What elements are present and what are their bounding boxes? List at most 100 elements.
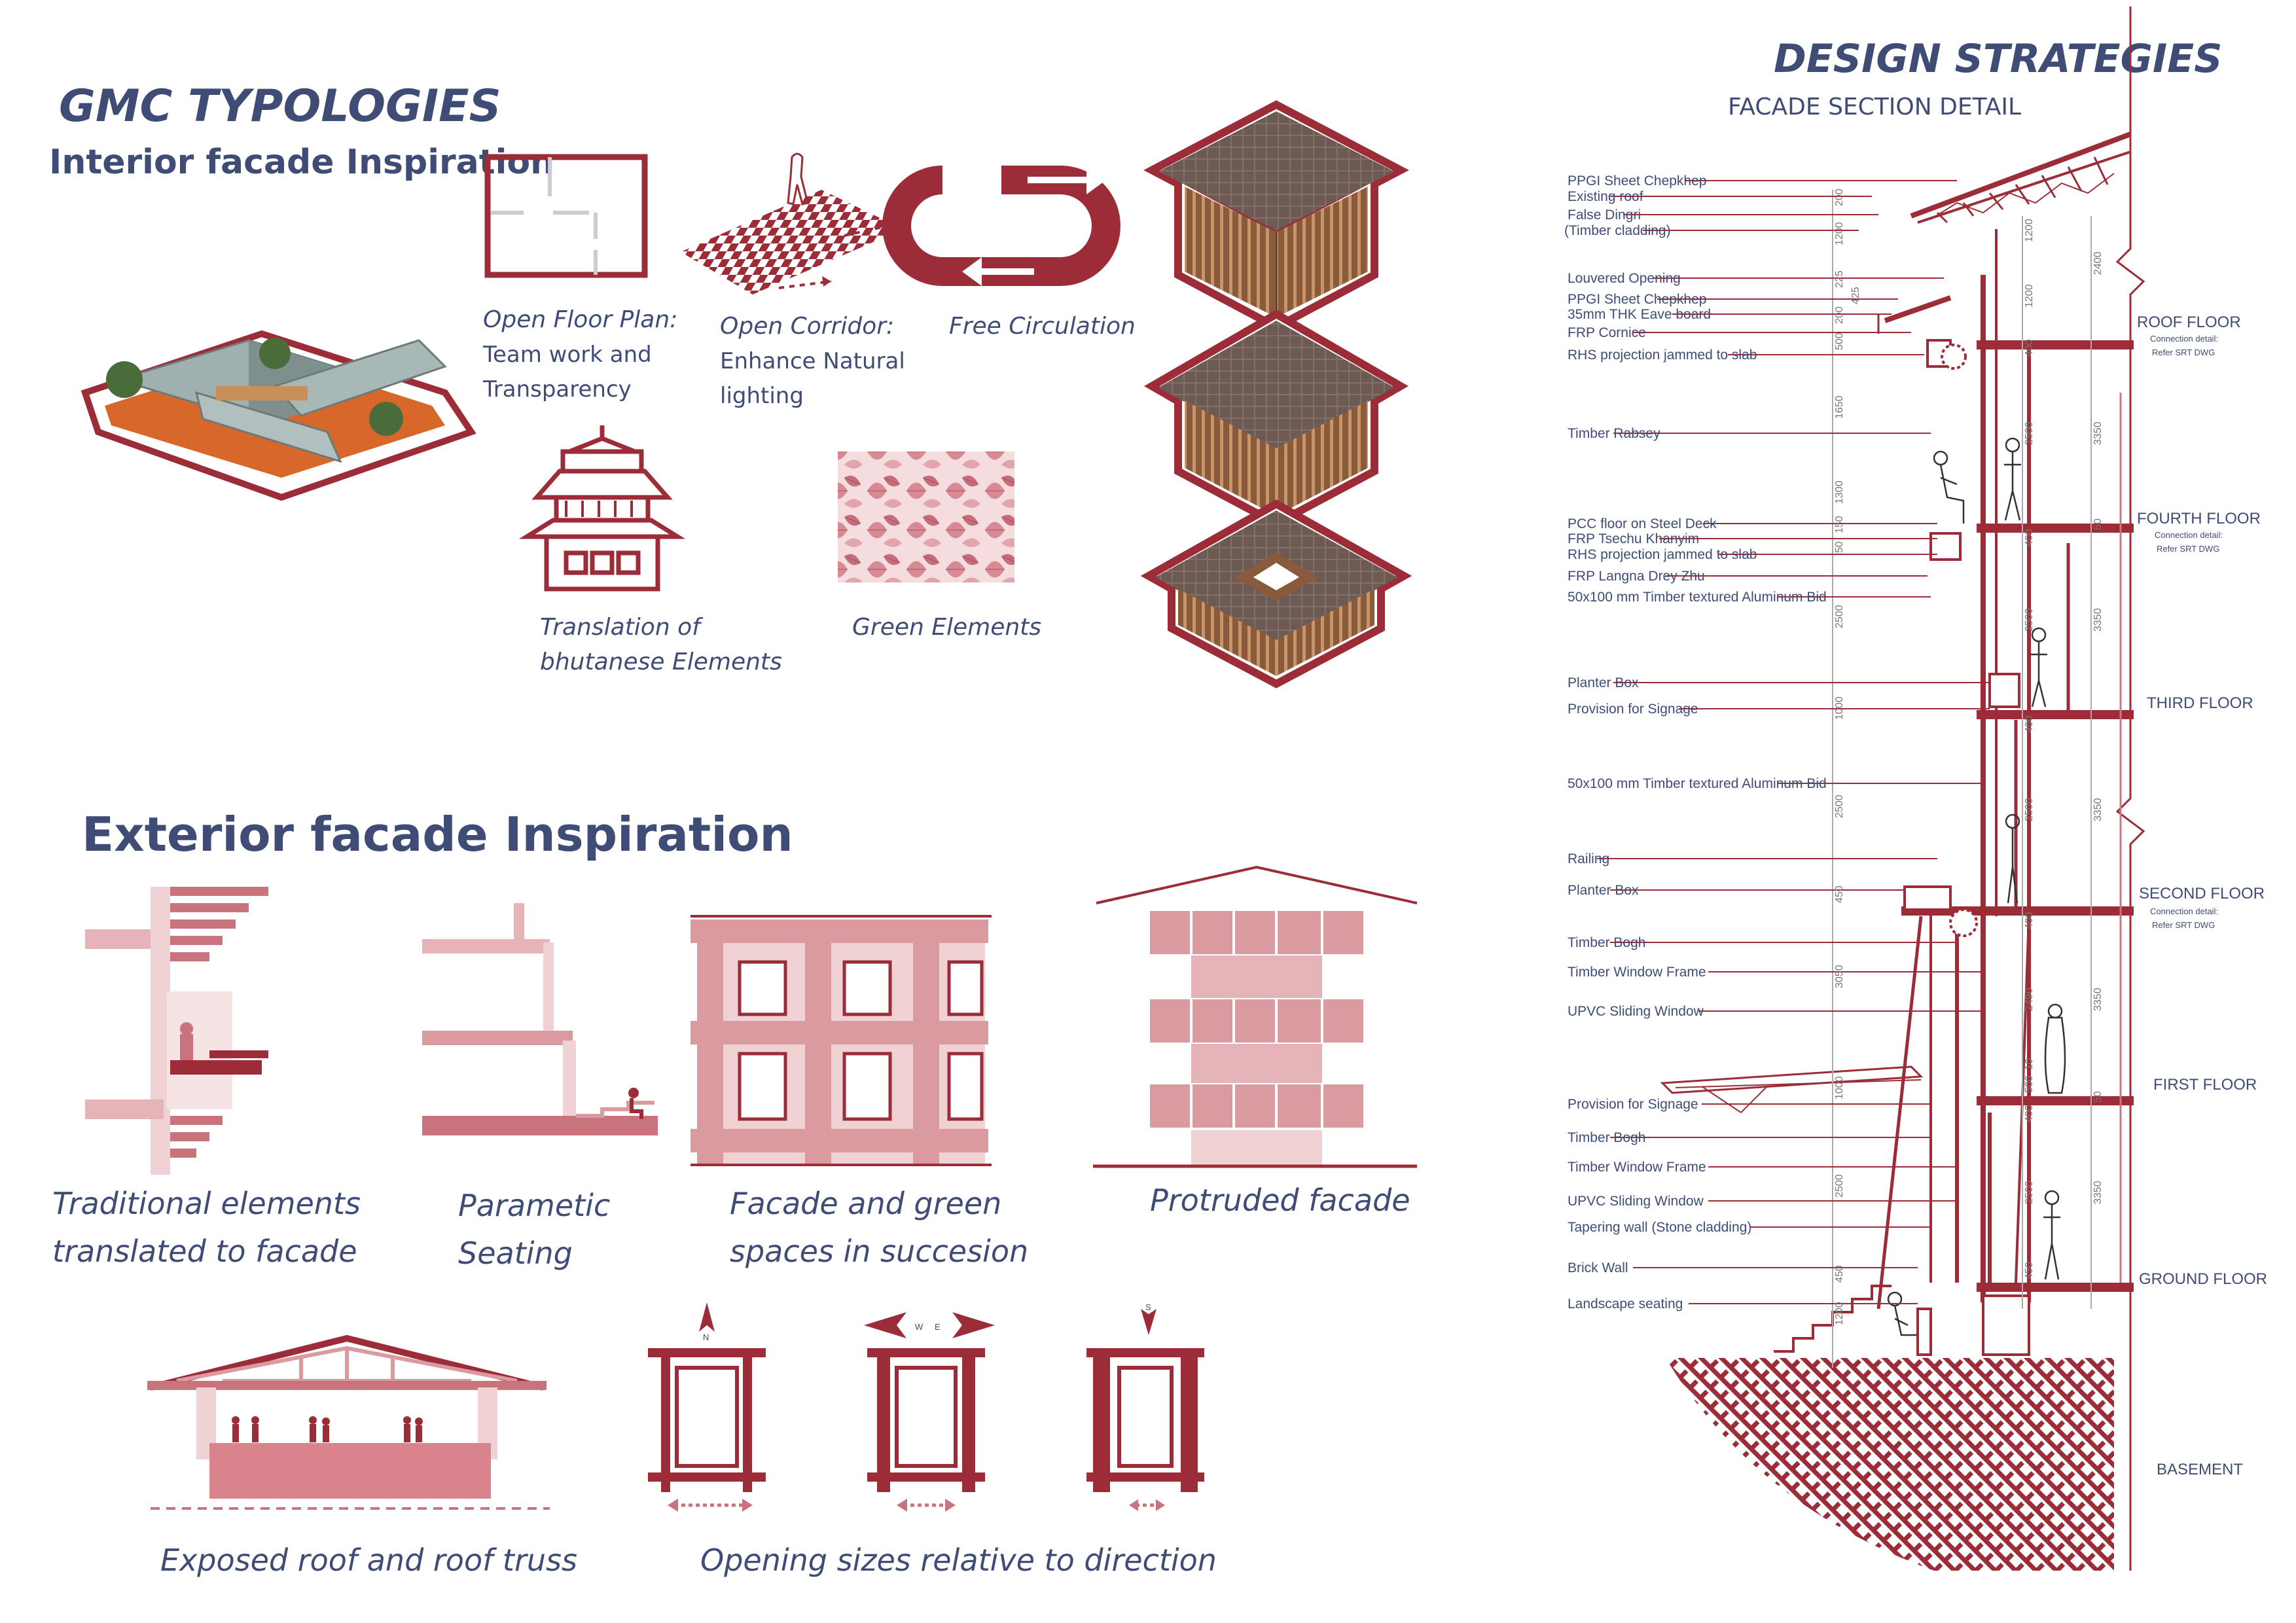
- label-ppgi-sheet-2: PPGI Sheet Chepkhep: [1568, 292, 1706, 307]
- dim-m-2: 400: [2024, 339, 2035, 357]
- floor-second-conn-1: Connection detail:: [2150, 906, 2218, 916]
- open-corridor-title: Open Corridor:: [720, 313, 894, 340]
- dim-l-0: 200: [1834, 188, 1845, 206]
- compass-w-label: W: [915, 1322, 924, 1332]
- opening-south-diagram: S: [1086, 1302, 1204, 1511]
- label-eave-board: 35mm THK Eave board: [1568, 307, 1711, 322]
- label-brick-wall: Brick Wall: [1568, 1260, 1628, 1275]
- label-signage-1: Provision for Signage: [1568, 702, 1698, 717]
- green-elements-pattern: [838, 452, 1014, 582]
- floor-first: FIRST FLOOR: [2153, 1076, 2257, 1094]
- label-timber-bogh-1: Timber Bogh: [1568, 935, 1645, 950]
- floor-fourth: FOURTH FLOOR: [2137, 510, 2261, 527]
- dim-r-6: 50: [2092, 1091, 2104, 1103]
- floor-third: THIRD FLOOR: [2147, 694, 2253, 712]
- exposed-roof-label: Exposed roof and roof truss: [160, 1543, 577, 1578]
- pavilion-model-1: [1143, 100, 1409, 332]
- open-floor-plan-icon: [484, 154, 648, 278]
- dim-l-10: 2500: [1834, 605, 1845, 628]
- facade-verticals: [1876, 229, 2122, 1310]
- dim-m-3: 2500: [2024, 421, 2035, 445]
- traditional-elements-diagram: [85, 887, 268, 1175]
- dim-m-9: 2490: [2024, 988, 2035, 1011]
- floor-fourth-conn-2: Refer SRT DWG: [2157, 544, 2219, 554]
- dimension-texts-mid: 1200 1200 400 2500 400 2500 400 2500 400…: [2024, 219, 2035, 1279]
- exterior-section: Exterior facade Inspiration Traditiona: [52, 807, 1418, 1578]
- label-false-dingri: False Dingri: [1568, 207, 1641, 223]
- planter-details: [1903, 339, 2020, 937]
- dim-l-17: 450: [1834, 1265, 1845, 1283]
- compass-s-label: S: [1145, 1302, 1151, 1312]
- compass-n-label: N: [703, 1332, 709, 1342]
- dim-m-7: 2500: [2024, 798, 2035, 821]
- dim-m-4: 400: [2024, 529, 2035, 546]
- pavilion-model-2: [1144, 310, 1408, 528]
- exposed-roof-diagram: [147, 1334, 550, 1510]
- dim-l-9: 50: [1834, 541, 1845, 553]
- dim-m-0: 1200: [2024, 219, 2035, 242]
- green-elements-label: Green Elements: [852, 614, 1041, 641]
- open-corridor-icon: [681, 152, 904, 294]
- label-window-frame-2: Timber Window Frame: [1568, 1160, 1706, 1175]
- label-window-frame-1: Timber Window Frame: [1568, 965, 1706, 980]
- parametric-line1: Parametic: [458, 1188, 610, 1223]
- dim-l-12: 2500: [1834, 794, 1845, 818]
- opening-sizes-label: Opening sizes relative to direction: [700, 1543, 1217, 1578]
- dim-r-5: 3350: [2092, 988, 2104, 1011]
- interior-section: GMC TYPOLOGIES Interior facade Inspirati…: [49, 80, 1412, 688]
- gmc-building-illustration: [81, 330, 476, 501]
- dim-l-14: 3050: [1834, 965, 1845, 988]
- parametric-seating-diagram: [422, 903, 658, 1135]
- free-circulation-icon: [882, 166, 1121, 286]
- label-railing: Railing: [1568, 851, 1609, 866]
- floor-fourth-conn-1: Connection detail:: [2155, 530, 2223, 540]
- exterior-facade-title: Exterior facade Inspiration: [82, 807, 793, 862]
- interior-facade-subtitle: Interior facade Inspiration: [49, 143, 554, 182]
- open-floor-line1: Team work and: [482, 342, 652, 368]
- label-timber-bogh-2: Timber Bogh: [1568, 1130, 1645, 1145]
- floor-roof-conn-1: Connection detail:: [2150, 334, 2218, 344]
- opening-north-diagram: N: [648, 1302, 766, 1512]
- dim-m-14: 450: [2024, 1262, 2035, 1279]
- translation-line2: bhutanese Elements: [540, 649, 782, 675]
- dim-l-4: 200: [1834, 306, 1845, 324]
- facade-section-subtitle: FACADE SECTION DETAIL: [1728, 94, 2021, 120]
- label-timber-bid-1: 50x100 mm Timber textured Aluminum Bid: [1568, 590, 1827, 605]
- dim-r-0: 2400: [2092, 251, 2104, 275]
- dim-r-4: 3350: [2092, 798, 2104, 821]
- dim-m-5: 2500: [2024, 608, 2035, 632]
- floor-second: SECOND FLOOR: [2139, 885, 2265, 902]
- label-tapering-wall: Tapering wall (Stone cladding): [1568, 1220, 1751, 1235]
- bhutanese-elements-icon: [518, 425, 686, 592]
- protruded-facade-diagram: [1093, 865, 1418, 1168]
- dimension-texts-right: 2400 3350 50 3350 3350 3350 50 3350: [2092, 251, 2104, 1204]
- floor-second-conn-2: Refer SRT DWG: [2152, 920, 2215, 930]
- floor-basement: BASEMENT: [2157, 1461, 2243, 1478]
- dim-l-6: 1650: [1834, 395, 1845, 419]
- dim-l-5: 500: [1834, 332, 1845, 350]
- callout-leaders: [1597, 180, 1990, 1304]
- dim-r-3: 3350: [2092, 608, 2104, 632]
- label-timber-rabsey: Timber Rabsey: [1568, 426, 1660, 441]
- floor-slabs: [1901, 340, 2134, 1292]
- facade-green-diagram: [691, 915, 992, 1166]
- label-planter-box-1: Planter Box: [1568, 675, 1639, 690]
- traditional-line2: translated to facade: [52, 1234, 357, 1269]
- dim-m-6: 400: [2024, 715, 2035, 733]
- design-strategies-title: DESIGN STRATEGIES: [1774, 36, 2222, 82]
- open-corridor-line1: Enhance Natural: [720, 348, 905, 374]
- dim-r-7: 3350: [2092, 1181, 2104, 1204]
- facade-section-panel: DESIGN STRATEGIES FACADE SECTION DETAIL: [1564, 7, 2267, 1571]
- label-timber-cladding: (Timber cladding): [1564, 223, 1671, 238]
- label-signage-2: Provision for Signage: [1568, 1097, 1698, 1112]
- parametric-line2: Seating: [458, 1236, 573, 1271]
- dim-l-2: 225: [1834, 270, 1845, 288]
- opening-west-east-diagram: W E: [864, 1312, 995, 1512]
- label-upvc-window-1: UPVC Sliding Window: [1568, 1004, 1704, 1019]
- facade-green-line2: spaces in succesion: [730, 1234, 1028, 1269]
- ground-stairs: [1774, 1285, 2030, 1356]
- label-upvc-window-2: UPVC Sliding Window: [1568, 1194, 1704, 1209]
- label-existing-roof: Existing roof: [1568, 189, 1643, 204]
- dim-r-2: 50: [2092, 518, 2104, 530]
